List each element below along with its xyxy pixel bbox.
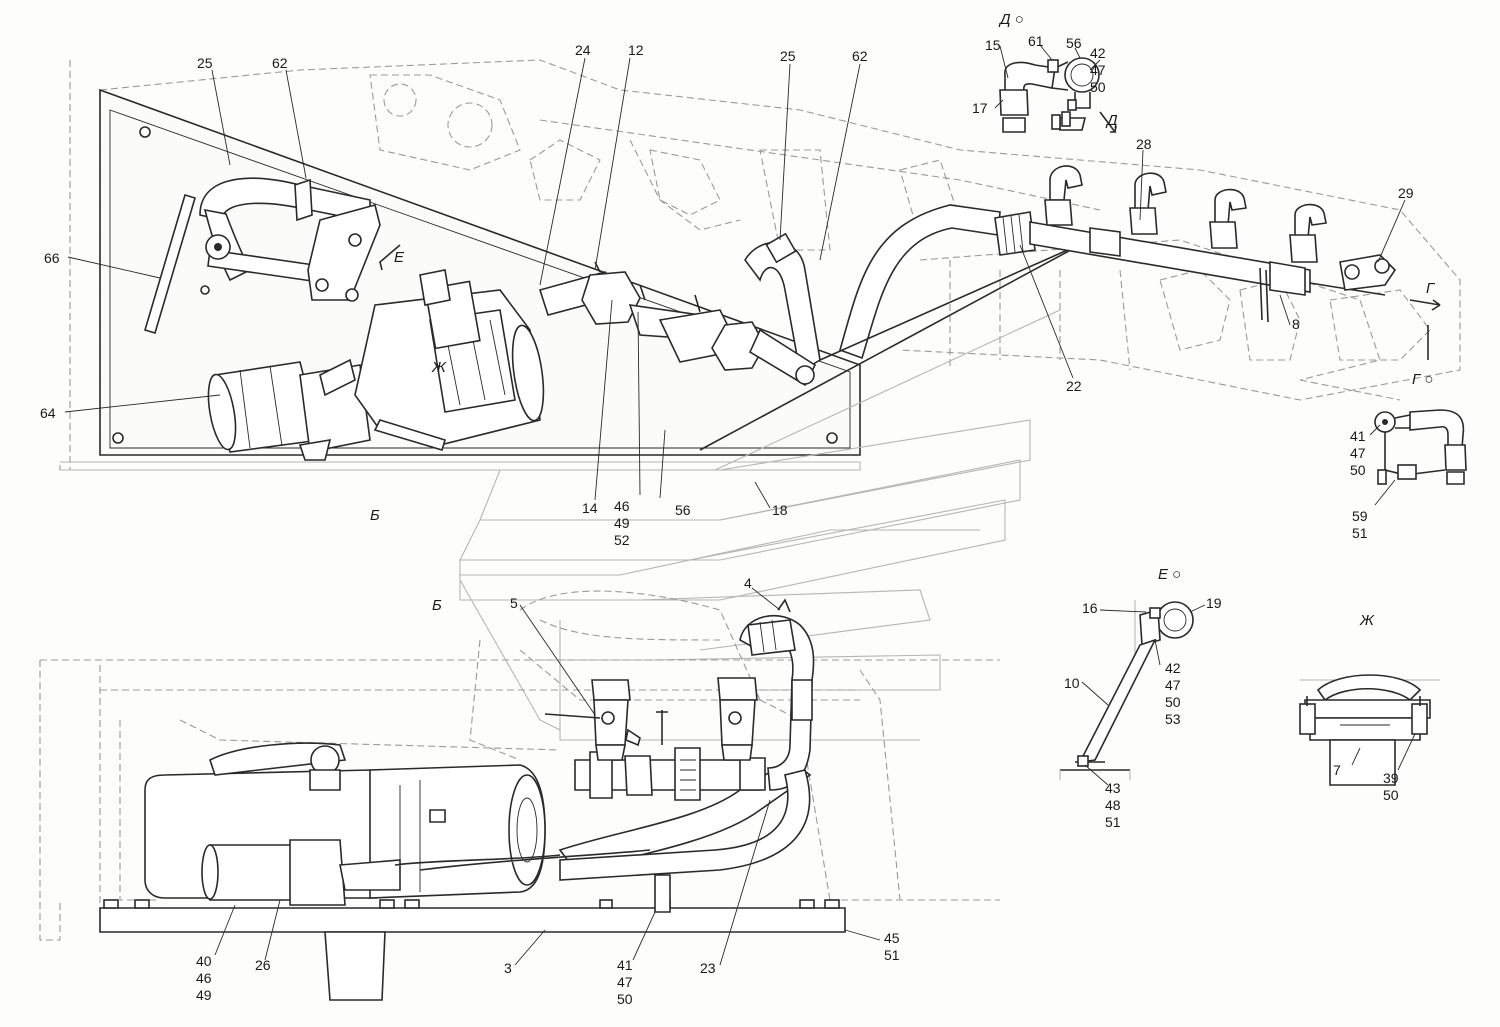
callout-7: 7 — [1333, 762, 1341, 778]
callout-4: 4 — [744, 575, 752, 591]
detail-G — [1374, 409, 1467, 485]
lower-view-B — [39, 590, 1000, 1001]
callout-5: 5 — [510, 595, 518, 611]
detail-Zh — [1299, 674, 1440, 786]
view-title-G: Г ○ — [1412, 371, 1434, 388]
leader-lines — [64, 44, 1416, 966]
view-marker-E: Е — [394, 249, 405, 266]
view-title-B: Б — [432, 597, 442, 614]
callout-61: 61 — [1028, 33, 1044, 49]
callout-25-mid: 25 — [780, 48, 796, 64]
callout-26: 26 — [255, 957, 271, 973]
view-title-E: Е ○ — [1158, 566, 1182, 583]
view-marker-D-arrow: Д — [1107, 112, 1118, 129]
callout-56-detail-D: 56 — [1066, 35, 1082, 51]
right-header-pipe — [994, 165, 1441, 360]
callout-64: 64 — [40, 405, 56, 421]
detail-E — [1059, 600, 1194, 780]
callout-12: 12 — [628, 42, 644, 58]
callout-23: 23 — [700, 960, 716, 976]
callout-62-top: 62 — [272, 55, 288, 71]
callout-17: 17 — [972, 100, 988, 116]
callout-24: 24 — [575, 42, 591, 58]
callout-3: 3 — [504, 960, 512, 976]
callout-14: 14 — [582, 500, 598, 516]
callout-15: 15 — [985, 37, 1001, 53]
callout-66: 66 — [44, 250, 60, 266]
callout-22: 22 — [1066, 378, 1082, 394]
callout-62-mid: 62 — [852, 48, 868, 64]
upper-heater-assembly — [144, 177, 1091, 471]
view-title-D: Д ○ — [1000, 11, 1024, 28]
view-marker-G-arrow: Г — [1426, 280, 1435, 297]
callout-10: 10 — [1064, 675, 1080, 691]
view-title-Zh: Ж — [1360, 612, 1374, 629]
callout-28: 28 — [1136, 136, 1152, 152]
callout-18: 18 — [772, 502, 788, 518]
callout-56-upper: 56 — [675, 502, 691, 518]
callout-25-top: 25 — [197, 55, 213, 71]
detail-D — [999, 57, 1117, 133]
callout-19: 19 — [1206, 595, 1222, 611]
callout-8: 8 — [1292, 316, 1300, 332]
callout-29: 29 — [1398, 185, 1414, 201]
view-marker-Zh: Ж — [432, 359, 446, 376]
callout-16: 16 — [1082, 600, 1098, 616]
view-marker-B-arrow: Б — [370, 507, 380, 524]
